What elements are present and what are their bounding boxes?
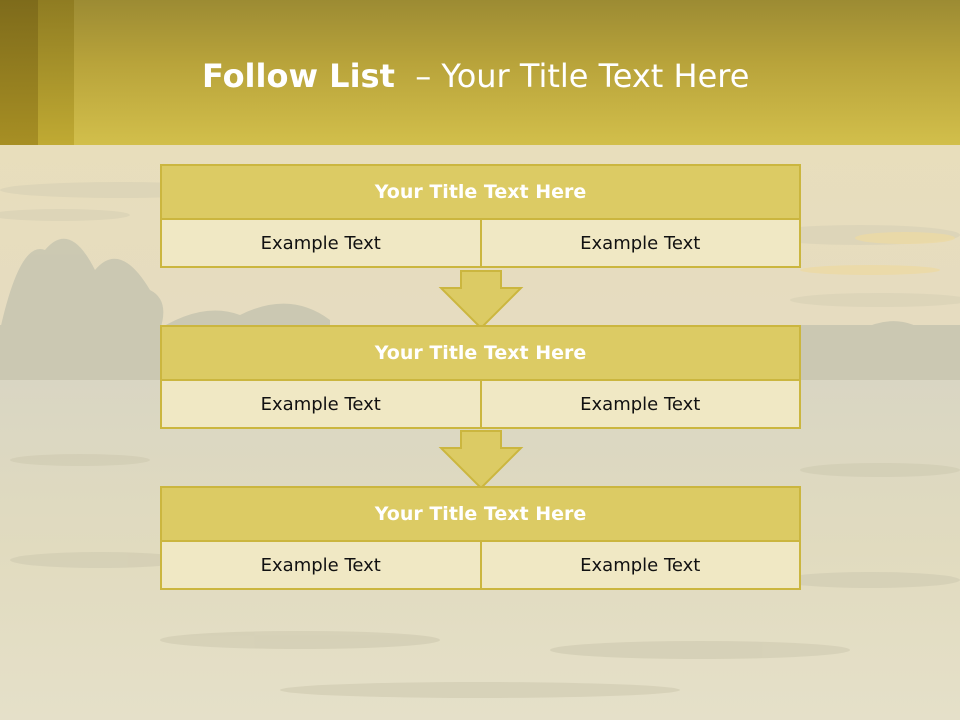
down-arrow-icon [438, 270, 524, 330]
slide-title-bold: Follow List [202, 57, 395, 95]
block-title[interactable]: Your Title Text Here [160, 486, 801, 542]
header-band: Follow List – Your Title Text Here [0, 0, 960, 145]
down-arrow-icon [438, 430, 524, 490]
block-text-right[interactable]: Example Text [479, 540, 801, 590]
flow-block-1[interactable]: Your Title Text Here Example Text Exampl… [160, 164, 801, 268]
block-title[interactable]: Your Title Text Here [160, 325, 801, 381]
flow-block-3[interactable]: Your Title Text Here Example Text Exampl… [160, 486, 801, 590]
slide-title-rest: – Your Title Text Here [415, 57, 750, 95]
block-text-left[interactable]: Example Text [160, 379, 482, 429]
block-text-right[interactable]: Example Text [479, 218, 801, 268]
block-text-right[interactable]: Example Text [479, 379, 801, 429]
slide-title[interactable]: Follow List – Your Title Text Here [202, 56, 749, 96]
header-accent-stripe [0, 0, 38, 145]
block-text-left[interactable]: Example Text [160, 218, 482, 268]
flow-block-2[interactable]: Your Title Text Here Example Text Exampl… [160, 325, 801, 429]
block-title[interactable]: Your Title Text Here [160, 164, 801, 220]
header-accent-stripe [38, 0, 74, 145]
block-text-left[interactable]: Example Text [160, 540, 482, 590]
